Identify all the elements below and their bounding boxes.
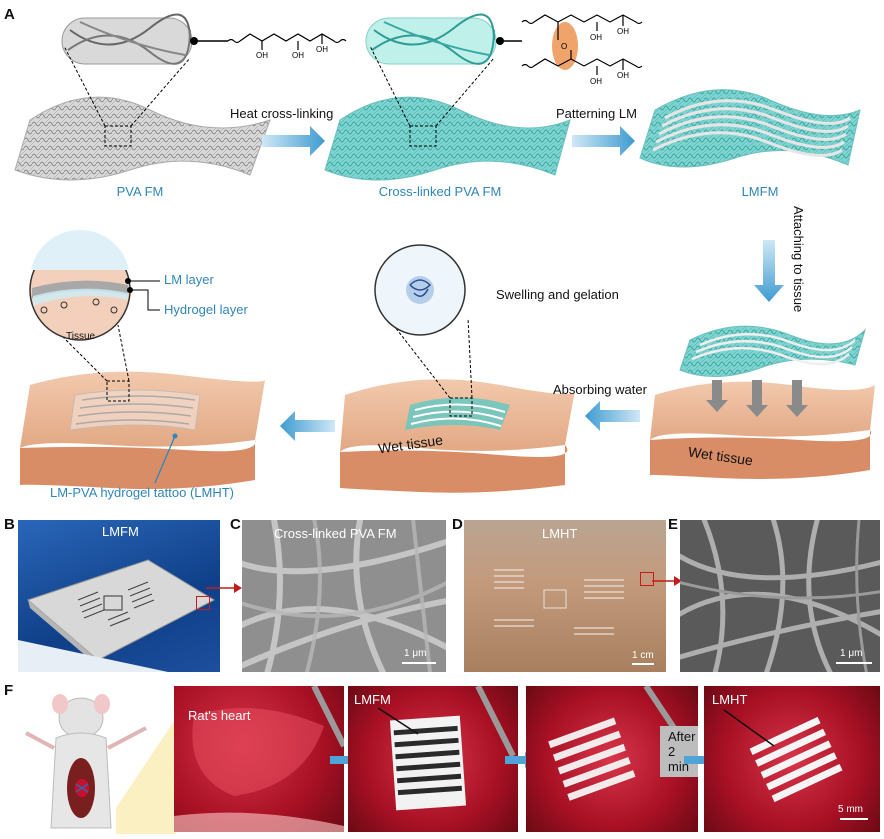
patterning-lm-arrow: [572, 126, 635, 156]
crosslinked-fiber-cylinder: [365, 13, 497, 65]
heat-crosslinking-label: Heat cross-linking: [230, 106, 334, 121]
lmht-caption: LM-PVA hydrogel tattoo (LMHT): [50, 485, 234, 500]
lm-layer-label: LM layer: [164, 272, 214, 287]
panel-e-scale-label: 1 μm: [840, 648, 863, 659]
oh-label: OH: [316, 45, 328, 54]
hydrogel-layer-label: Hydrogel layer: [164, 302, 248, 317]
rat-heart-photo: Rat's heart: [174, 686, 344, 832]
panel-label-f: F: [4, 682, 14, 699]
zoom-arrow-b: [206, 583, 242, 593]
panel-b-photo: LMFM: [18, 520, 220, 672]
panel-label-e: E: [668, 516, 679, 533]
panel-c-scale-label: 1 μm: [404, 648, 427, 659]
panel-c-scalebar: [402, 662, 436, 664]
panel-d-scale-label: 1 cm: [632, 650, 654, 661]
panel-f-scale-label: 5 mm: [838, 804, 863, 815]
lmht-tissue-block: [20, 371, 265, 489]
after-2-min-badge: After 2 min: [660, 726, 698, 777]
panel-label-d: D: [452, 516, 463, 533]
attaching-tissue-label: Attaching to tissue: [791, 206, 806, 313]
zoom-arrow-d: [652, 576, 682, 586]
lmfm-membrane: [639, 89, 861, 168]
lmfm-on-heart-photo: LMFM: [348, 686, 518, 832]
wet-tissue-block-middle: [340, 379, 576, 493]
attach-arrow: [754, 240, 784, 302]
crosslinked-chemical-structure: [521, 14, 643, 75]
panel-c-title: Cross-linked PVA FM: [274, 526, 397, 541]
panel-label-a: A: [4, 6, 15, 23]
pva-fm-membrane: [14, 96, 271, 181]
panel-a-diagram: OH OH OH O OH OH OH OH: [14, 13, 875, 493]
rat-illustration: [25, 694, 176, 834]
lmfm-label: LMFM: [741, 184, 779, 199]
gel-arrow: [280, 411, 335, 441]
panel-e-sem: 1 μm: [680, 520, 880, 672]
lmht-label-f: LMHT: [712, 692, 748, 707]
panel-b-title: LMFM: [102, 524, 139, 539]
pva-fiber-cylinder: [61, 13, 193, 65]
panel-d-title: LMHT: [542, 526, 578, 541]
panel-f-scalebar: [840, 818, 868, 820]
oh-label: OH: [256, 51, 268, 60]
absorb-water-arrow: [585, 401, 640, 431]
oh-label: OH: [292, 51, 304, 60]
zoom-box: [196, 596, 210, 610]
oh-label: OH: [590, 33, 602, 42]
pva-chemical-structure: [227, 33, 347, 50]
oh-label: OH: [617, 71, 629, 80]
o-label: O: [561, 42, 567, 51]
oh-label: OH: [617, 27, 629, 36]
lmht-layer-magnifier: [29, 229, 131, 341]
absorbing-water-label: Absorbing water: [553, 382, 647, 397]
panel-d-scalebar: [632, 663, 654, 665]
panel-label-b: B: [4, 516, 15, 533]
zoom-box: [640, 572, 654, 586]
panel-e-scalebar: [836, 662, 872, 664]
swelling-on-heart-photo: After 2 min: [526, 686, 698, 832]
crosslinked-fm-membrane: [324, 96, 571, 181]
rat-heart-label: Rat's heart: [188, 708, 251, 723]
panel-d-photo: LMHT 1 cm: [464, 520, 666, 672]
lmfm-label-f: LMFM: [354, 692, 391, 707]
swelling-gelation-label: Swelling and gelation: [496, 287, 619, 302]
heat-crosslink-arrow: [262, 126, 325, 156]
panel-c-sem: Cross-linked PVA FM 1 μm: [242, 520, 446, 672]
patterning-lm-label: Patterning LM: [556, 106, 637, 121]
oh-label: OH: [590, 77, 602, 86]
pva-fm-label: PVA FM: [116, 184, 164, 199]
tissue-label: Tissue: [66, 331, 96, 342]
lmht-on-heart-photo: LMHT 5 mm: [704, 686, 880, 832]
crosslinked-pva-fm-label: Cross-linked PVA FM: [378, 184, 502, 199]
panel-label-c: C: [230, 516, 241, 533]
wet-tissue-block-right: [648, 325, 875, 479]
